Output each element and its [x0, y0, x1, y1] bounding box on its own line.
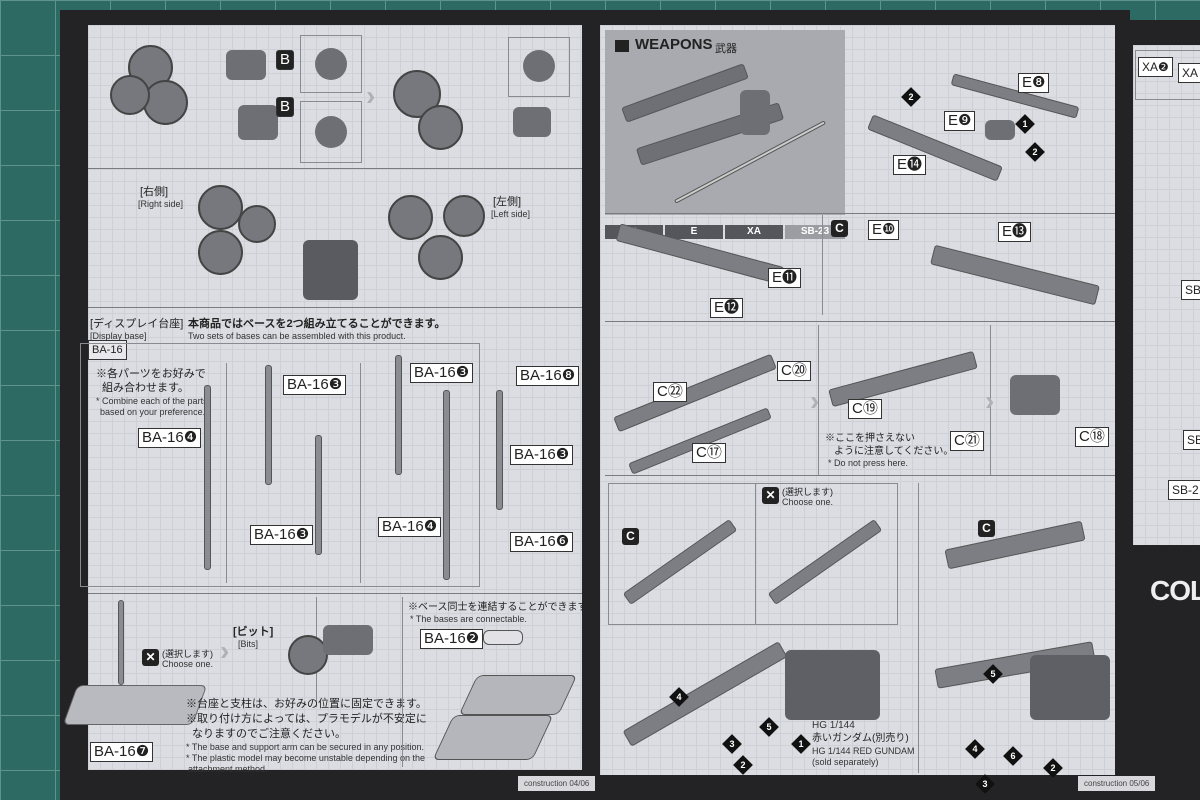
runner-c-badge: C	[978, 520, 995, 537]
step-number: 3	[982, 779, 988, 789]
choose-one-label-en: Choose one.	[782, 497, 834, 507]
page-footer-left: construction 04/06	[518, 776, 596, 791]
combine-note: ※各パーツをお好みで	[96, 368, 206, 380]
runner-tab-xa: XA	[725, 225, 783, 239]
part-c18: C⑱	[1075, 427, 1109, 447]
page-footer-right: construction 05/06	[1078, 776, 1156, 791]
step-number: 3	[729, 739, 735, 749]
part-e14: E⓮	[893, 155, 927, 175]
position-note-en: * The plastic model may become unstable …	[186, 753, 425, 763]
part-label-b: B	[276, 97, 295, 117]
step-number: 1	[1022, 119, 1028, 129]
part-xa2: XA❷	[1138, 57, 1173, 77]
position-note-en: * The base and support arm can be secure…	[186, 742, 424, 752]
part-c19: C⑲	[848, 399, 882, 419]
step-number: 2	[1050, 763, 1056, 773]
hg-scale-label: HG 1/144	[812, 720, 855, 731]
runner-tab-e: E	[665, 225, 723, 239]
red-gundam-label: 赤いガンダム(別売り)	[812, 733, 909, 744]
press-warning: ように注意してください。	[834, 446, 954, 457]
step-number: 5	[990, 669, 996, 679]
weapons-title-jp: 武器	[715, 43, 737, 55]
part-xa: XA	[1178, 63, 1200, 83]
third-page: XA❷ XA SB SB SB-2	[1133, 45, 1200, 545]
runner-c-badge: C	[831, 220, 848, 237]
part-label-b: B	[276, 50, 295, 70]
left-side-label: [左側]	[493, 196, 522, 208]
part-e11: E⓫	[768, 268, 802, 288]
connect-note-en: * The bases are connectable.	[410, 614, 527, 624]
right-side-label: [右側]	[140, 186, 169, 198]
sold-separately-label: (sold separately)	[812, 757, 879, 767]
next-step-arrow-icon: ›	[366, 80, 376, 111]
part-sb2: SB-2	[1168, 480, 1200, 500]
part-ba16-4: BA-16❹	[138, 428, 202, 448]
part-e13: E⓭	[998, 222, 1032, 242]
part-c21: C㉑	[950, 431, 984, 451]
part-ba16-4: BA-16❹	[378, 517, 442, 537]
weapons-title: WEAPONS	[635, 36, 713, 53]
combine-note: 組み合わせます。	[102, 382, 189, 394]
part-ba16-6: BA-16❻	[510, 532, 574, 552]
ba16-parts-box	[80, 343, 480, 587]
step-number: 6	[1010, 751, 1016, 761]
part-e12: E⓬	[710, 298, 744, 318]
part-e8: E❽	[1018, 73, 1050, 93]
step-number: 5	[766, 722, 772, 732]
connect-note: ※ベース同士を連結することができます。	[408, 602, 597, 613]
part-e9: E❾	[944, 111, 976, 131]
step-number: 2	[740, 760, 746, 770]
runner-tab-sb23: SB-23	[785, 225, 845, 239]
red-gundam-label-en: HG 1/144 RED GUNDAM	[812, 746, 915, 756]
combine-note-en: based on your preference.	[100, 407, 206, 417]
choose-one-label: (選択します)	[162, 649, 213, 659]
part-e10: E❿	[868, 220, 900, 240]
part-c20: C⑳	[777, 361, 811, 381]
position-note: ※台座と支柱は、お好みの位置に固定できます。	[186, 698, 427, 710]
display-base-title: [ディスプレイ台座]	[90, 318, 184, 330]
display-base-title-en: [Display base]	[90, 331, 147, 341]
right-side-label-en: [Right side]	[138, 199, 184, 209]
press-warning-en: * Do not press here.	[828, 458, 909, 468]
choose-one-icon: ✕	[762, 487, 779, 504]
part-ba16-3: BA-16❸	[510, 445, 574, 465]
choose-one-label: (選択します)	[782, 487, 833, 497]
position-note-en: attachment method.	[188, 764, 268, 774]
part-sb: SB	[1183, 430, 1200, 450]
part-c22: C㉒	[653, 382, 687, 402]
next-step-arrow-icon: ›	[985, 385, 995, 416]
choose-one-label-en: Choose one.	[162, 659, 214, 669]
step-number: 4	[676, 692, 682, 702]
combine-note-en: * Combine each of the parts	[96, 396, 208, 406]
part-ba16-3: BA-16❸	[410, 363, 474, 383]
left-page: B B › [右側] [Right side] [左側] [Left side]…	[62, 25, 597, 774]
step-number: 4	[972, 744, 978, 754]
display-base-note-en: Two sets of bases can be assembled with …	[188, 331, 406, 341]
weapons-header-panel: WEAPONS 武器	[605, 30, 845, 215]
runner-c-badge: C	[622, 528, 639, 545]
part-ba16-3: BA-16❸	[250, 525, 314, 545]
display-base-note: 本商品ではベースを2つ組み立てることができます。	[188, 318, 446, 330]
bits-label-en: [Bits]	[238, 639, 259, 649]
bits-label: [ビット]	[233, 626, 274, 638]
choose-one-icon: ✕	[142, 649, 159, 666]
position-note: ※取り付け方によっては、プラモデルが不安定に	[186, 713, 427, 725]
press-warning: ※ここを押さえない	[825, 433, 915, 444]
step-number: 2	[908, 92, 914, 102]
left-side-label-en: [Left side]	[491, 209, 531, 219]
part-ba16-7: BA-16❼	[90, 742, 154, 762]
part-c17: C⑰	[692, 443, 726, 463]
part-ba16-8: BA-16❽	[516, 366, 580, 386]
color-guide-title: COLO	[1150, 575, 1200, 606]
step-number: 2	[1032, 147, 1038, 157]
part-ba16-3: BA-16❸	[283, 375, 347, 395]
right-page: WEAPONS 武器 C E XA SB-23 E❽ E❾ E⓮ 2 1 2 E…	[600, 25, 1115, 794]
part-sb: SB	[1181, 280, 1200, 300]
next-step-arrow-icon: ›	[220, 635, 230, 666]
step-number: 1	[798, 739, 804, 749]
ba16-runner-label: BA-16	[88, 340, 127, 360]
next-step-arrow-icon: ›	[810, 385, 820, 416]
part-ba16-2: BA-16❷	[420, 629, 484, 649]
position-note: なりますのでご注意ください。	[192, 728, 346, 740]
